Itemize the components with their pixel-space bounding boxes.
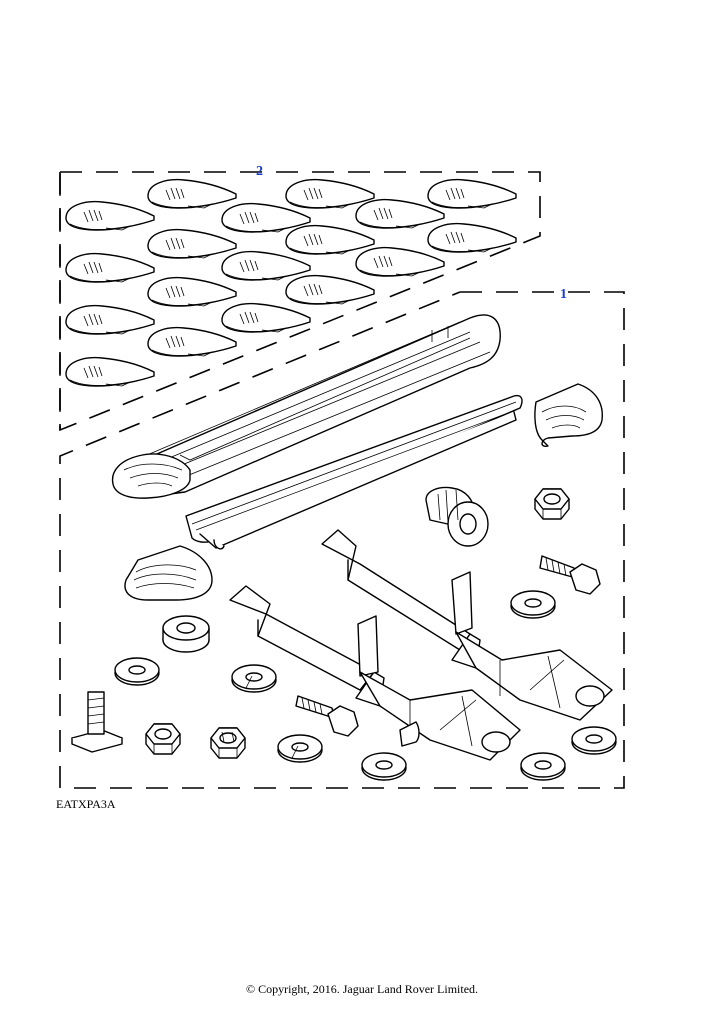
trim-clip[interactable] [147,178,237,209]
trim-clip[interactable] [427,222,517,253]
side-step-rail[interactable] [111,314,501,499]
trim-clip[interactable] [355,198,445,229]
trim-clip[interactable] [65,252,155,283]
illustration-reference-code: EATXPA3A [56,797,116,811]
flat-washer[interactable] [361,752,407,781]
t-bolt[interactable] [71,691,123,753]
castle-nut[interactable] [210,727,246,759]
callout-2[interactable]: 2 [256,164,263,179]
spring-washer[interactable] [277,734,323,763]
callout-1[interactable]: 1 [560,287,567,302]
outrigger-bracket-front[interactable] [229,585,521,761]
end-cap-front[interactable] [124,545,213,601]
nyloc-nut[interactable] [534,488,570,520]
spacer-bush[interactable] [162,615,210,653]
kit-boundary-2 [59,171,541,432]
trim-clip[interactable] [355,246,445,277]
trim-clip[interactable] [221,202,311,233]
spring-washer[interactable] [231,664,277,693]
trim-clip[interactable] [427,178,517,209]
flat-washer[interactable] [510,590,556,619]
trim-clip[interactable] [285,178,375,209]
trim-clip[interactable] [65,356,155,387]
trim-clip[interactable] [147,326,237,357]
trim-clip[interactable] [65,200,155,231]
trim-clip[interactable] [285,224,375,255]
flat-washer[interactable] [114,657,160,686]
outrigger-bracket-rear[interactable] [321,529,613,721]
trim-clip[interactable] [221,302,311,333]
trim-clip[interactable] [147,276,237,307]
hex-bolt-right[interactable] [539,555,601,595]
flat-washer[interactable] [520,752,566,781]
hex-bolt-center[interactable] [295,695,359,737]
hex-nut[interactable] [145,723,181,755]
step-extrusion[interactable] [185,394,523,550]
rivet-nut[interactable] [425,486,489,547]
kit-boundary-1 [59,291,625,789]
trim-clip[interactable] [147,228,237,259]
trim-clip[interactable] [221,250,311,281]
copyright-notice: © Copyright, 2016. Jaguar Land Rover Lim… [245,982,479,996]
trim-clip[interactable] [285,274,375,305]
end-cap-rear[interactable] [534,383,603,448]
flat-washer[interactable] [571,726,617,755]
trim-clip[interactable] [65,304,155,335]
